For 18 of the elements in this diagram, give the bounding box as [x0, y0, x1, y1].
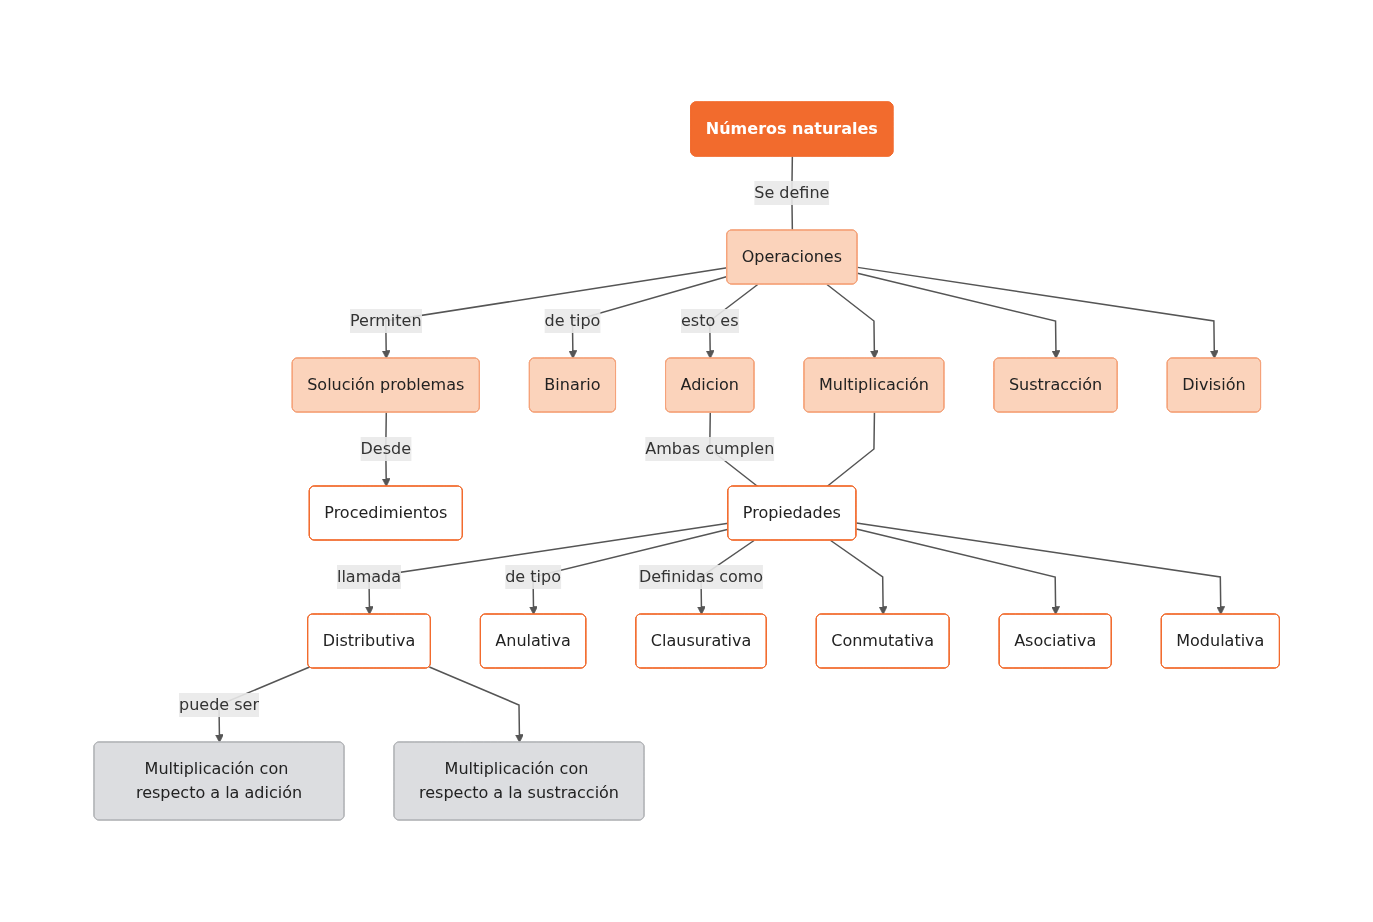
edge-label: Definidas como — [638, 567, 763, 586]
arrow — [829, 539, 888, 615]
edge-label: de tipo — [544, 311, 601, 330]
edge-label: puede ser — [178, 695, 259, 714]
arrow — [855, 528, 1060, 615]
arrow — [855, 522, 1225, 615]
edge-label: Desde — [360, 439, 411, 458]
arrow — [428, 666, 524, 743]
edge-label: Permiten — [349, 311, 422, 330]
edge-label: Se define — [754, 183, 830, 202]
arrow — [856, 272, 1061, 359]
connector — [826, 411, 875, 488]
arrow — [856, 266, 1219, 359]
arrow — [826, 283, 879, 359]
edge-label: Ambas cumplen — [645, 439, 775, 458]
edge-label: esto es — [680, 311, 739, 330]
edge-label: de tipo — [505, 567, 561, 586]
edge-label: llamada — [336, 567, 401, 586]
